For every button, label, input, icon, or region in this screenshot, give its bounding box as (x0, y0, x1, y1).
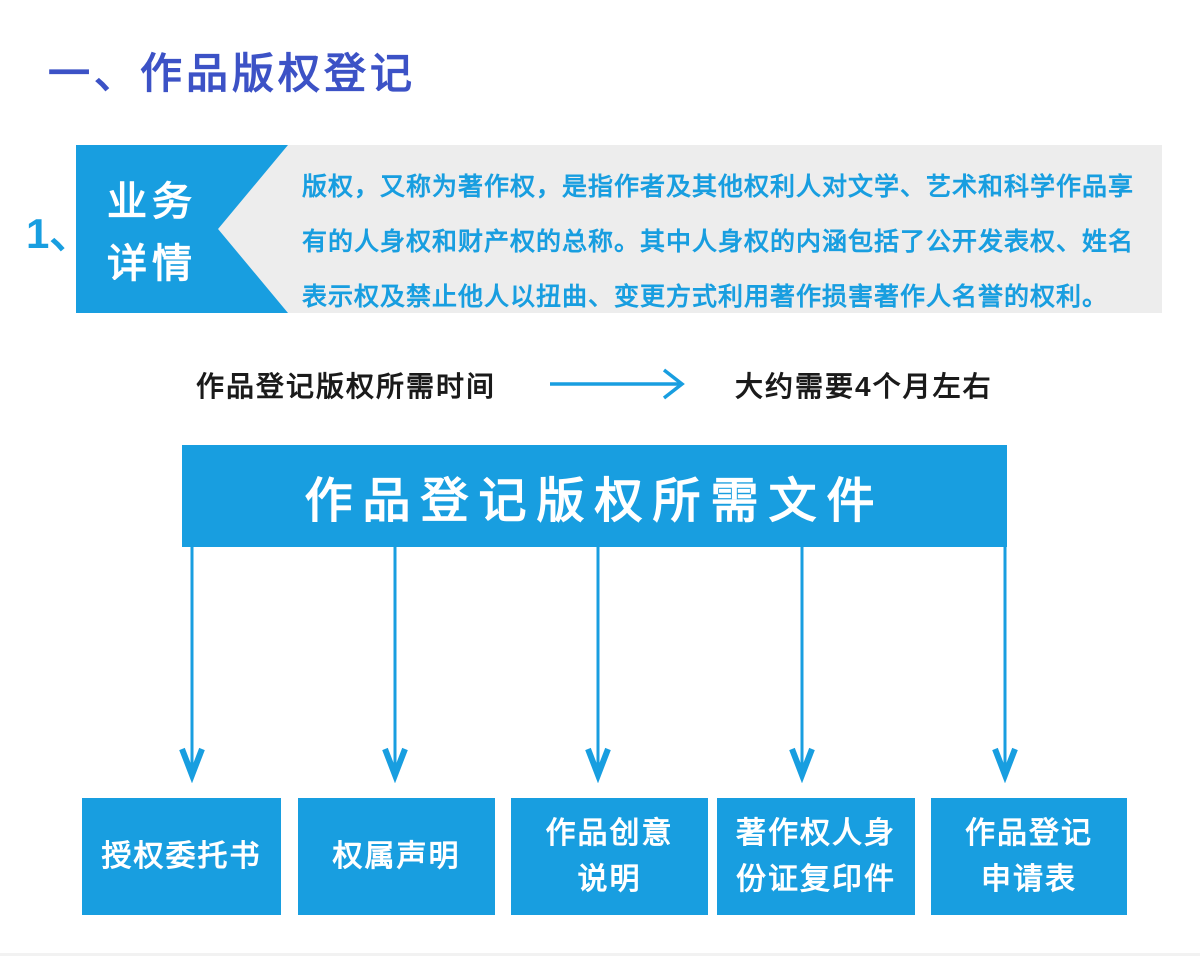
document-box-label: 作品登记 (965, 816, 1093, 850)
document-box-label: 申请表 (981, 862, 1077, 896)
business-detail-tag: 业务 详情 (76, 145, 288, 313)
document-box: 作品创意 说明 (511, 798, 708, 915)
document-box-label: 权属声明 (332, 839, 461, 873)
document-box: 授权委托书 (82, 798, 281, 915)
timeline-value: 大约需要4个月左右 (735, 371, 993, 402)
business-detail-tag-text: 业务 详情 (76, 171, 228, 295)
timeline-label: 作品登记版权所需时间 (196, 371, 497, 402)
down-arrows (179, 547, 1018, 783)
document-box: 权属声明 (298, 798, 495, 915)
document-box-label: 作品创意 (545, 816, 674, 850)
down-arrow-icon (179, 547, 205, 783)
tag-line: 业务 (107, 180, 197, 224)
down-arrow-icon (585, 547, 611, 783)
document-box: 作品登记 申请表 (931, 798, 1127, 915)
section-title: 一、作品版权登记 (48, 50, 417, 97)
document-box: 著作权人身 份证复印件 (717, 798, 915, 915)
business-detail-panel: 业务 详情 版权，又称为著作权，是指作者及其他权利人对文学、艺术和科学作品享 有… (76, 145, 1162, 313)
down-arrow-icon (382, 547, 408, 783)
document-box-label: 份证复印件 (736, 862, 896, 896)
tag-line: 详情 (107, 242, 197, 286)
documents-banner: 作品登记版权所需文件 (182, 445, 1007, 547)
description-line: 版权，又称为著作权，是指作者及其他权利人对文学、艺术和科学作品享 (302, 173, 1135, 201)
description-line: 表示权及禁止他人以扭曲、变更方式利用著作损害著作人名誉的权利。 (302, 283, 1109, 311)
down-arrow-icon (992, 547, 1018, 783)
document-box-label: 说明 (577, 862, 642, 896)
down-arrow-icon (789, 547, 815, 783)
document-box-label: 著作权人身 (736, 816, 896, 850)
business-detail-description: 版权，又称为著作权，是指作者及其他权利人对文学、艺术和科学作品享 有的人身权和财… (302, 160, 1187, 325)
description-line: 有的人身权和财产权的总称。其中人身权的内涵包括了公开发表权、姓名 (302, 228, 1135, 256)
right-arrow-icon (550, 368, 685, 400)
page-bottom-divider (0, 953, 1200, 956)
document-box-label: 授权委托书 (101, 839, 262, 873)
